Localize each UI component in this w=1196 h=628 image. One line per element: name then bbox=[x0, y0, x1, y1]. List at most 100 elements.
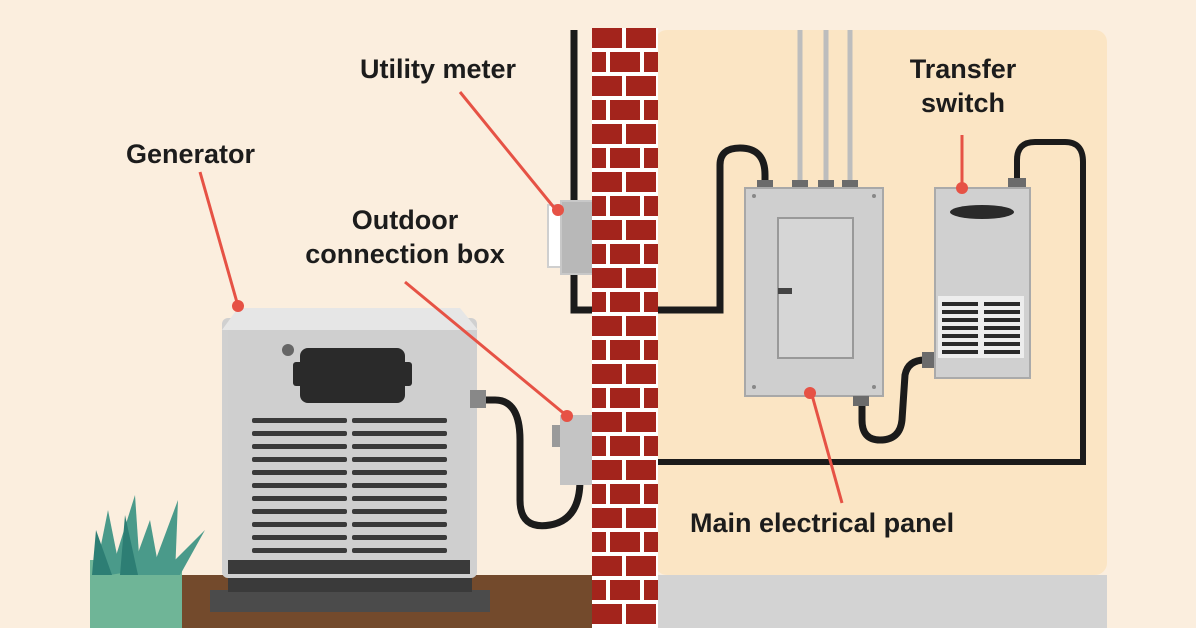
brick bbox=[626, 316, 656, 336]
generator-vent bbox=[252, 548, 347, 553]
transfer-switch bbox=[934, 178, 1031, 379]
brick bbox=[592, 364, 622, 384]
transfer-switch-vent bbox=[942, 342, 978, 346]
brick bbox=[592, 148, 606, 168]
label-utility-meter: Utility meter bbox=[360, 54, 517, 84]
brick bbox=[592, 52, 606, 72]
generator-vent bbox=[252, 496, 347, 501]
label-generator: Generator bbox=[126, 139, 256, 169]
generator-vent bbox=[252, 509, 347, 514]
brick bbox=[610, 292, 640, 312]
brick bbox=[592, 340, 606, 360]
main-electrical-panel bbox=[744, 187, 884, 397]
brick bbox=[644, 100, 658, 120]
transfer-switch-vent bbox=[942, 318, 978, 322]
generator-vent bbox=[352, 522, 447, 527]
transfer-switch-vent bbox=[984, 326, 1020, 330]
brick bbox=[610, 388, 640, 408]
brick bbox=[626, 268, 656, 288]
brick bbox=[610, 244, 640, 264]
brick bbox=[592, 532, 606, 552]
brick bbox=[592, 292, 606, 312]
brick bbox=[626, 604, 656, 624]
conduits bbox=[797, 30, 853, 185]
generator bbox=[222, 308, 478, 578]
transfer-switch-vent bbox=[984, 334, 1020, 338]
generator-vent bbox=[352, 470, 447, 475]
generator-vent bbox=[352, 444, 447, 449]
brick bbox=[644, 292, 658, 312]
brick bbox=[592, 268, 622, 288]
brick bbox=[592, 580, 606, 600]
brick bbox=[644, 580, 658, 600]
transfer-switch-vent bbox=[942, 350, 978, 354]
brick bbox=[626, 172, 656, 192]
brick bbox=[592, 484, 606, 504]
transfer-switch-vent bbox=[942, 310, 978, 314]
brick bbox=[626, 220, 656, 240]
outdoor-connection-box bbox=[552, 415, 592, 485]
panel-transfer-cable bbox=[858, 356, 932, 444]
generator-vent bbox=[352, 496, 447, 501]
brick bbox=[592, 124, 622, 144]
generator-vent bbox=[352, 548, 447, 553]
brick bbox=[626, 460, 656, 480]
brick bbox=[644, 244, 658, 264]
brick bbox=[626, 508, 656, 528]
brick bbox=[610, 52, 640, 72]
grass bbox=[90, 495, 205, 628]
generator-vent bbox=[252, 418, 347, 423]
brick bbox=[592, 28, 622, 48]
brick bbox=[610, 196, 640, 216]
brick bbox=[626, 124, 656, 144]
transfer-switch-vent bbox=[984, 318, 1020, 322]
brick bbox=[644, 52, 658, 72]
brick-wall bbox=[592, 28, 658, 628]
label-main-electrical-panel: Main electrical panel bbox=[690, 508, 955, 538]
brick bbox=[644, 196, 658, 216]
brick bbox=[592, 100, 606, 120]
transfer-switch-vent bbox=[984, 342, 1020, 346]
indoor-floor bbox=[655, 575, 1107, 628]
generator-vent bbox=[252, 483, 347, 488]
brick bbox=[592, 412, 622, 432]
generator-vent bbox=[252, 535, 347, 540]
generator-cable bbox=[478, 396, 584, 530]
panel-feed-cable bbox=[658, 144, 769, 314]
brick bbox=[592, 556, 622, 576]
brick bbox=[626, 28, 656, 48]
transfer-switch-vent bbox=[984, 350, 1020, 354]
brick bbox=[644, 532, 658, 552]
brick bbox=[610, 148, 640, 168]
brick bbox=[610, 340, 640, 360]
brick bbox=[626, 556, 656, 576]
generator-vent bbox=[252, 470, 347, 475]
generator-base bbox=[210, 590, 490, 612]
brick bbox=[592, 316, 622, 336]
brick bbox=[626, 76, 656, 96]
generator-vent bbox=[352, 483, 447, 488]
generator-vent bbox=[352, 535, 447, 540]
transfer-switch-vent bbox=[942, 326, 978, 330]
brick bbox=[610, 580, 640, 600]
transfer-switch-vent bbox=[942, 334, 978, 338]
brick bbox=[592, 76, 622, 96]
brick bbox=[592, 244, 606, 264]
brick bbox=[592, 508, 622, 528]
generator-vent bbox=[352, 457, 447, 462]
brick bbox=[610, 436, 640, 456]
brick bbox=[592, 460, 622, 480]
brick bbox=[644, 436, 658, 456]
brick bbox=[644, 388, 658, 408]
brick bbox=[592, 220, 622, 240]
brick bbox=[644, 484, 658, 504]
transfer-switch-vent bbox=[942, 302, 978, 306]
transfer-switch-vent bbox=[984, 310, 1020, 314]
brick bbox=[592, 196, 606, 216]
leader-lines bbox=[198, 91, 968, 504]
brick bbox=[626, 412, 656, 432]
